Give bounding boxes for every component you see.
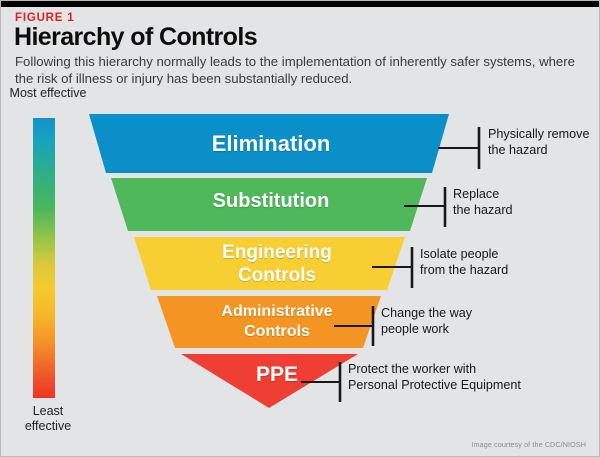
figure-subtitle: Following this hierarchy normally leads … xyxy=(15,54,575,86)
scale-least-effective-label: Least effective xyxy=(24,404,72,433)
pyramid-band-ppe xyxy=(181,354,358,408)
callout-leader-ppe xyxy=(301,362,342,402)
callout-leader-substitution xyxy=(404,187,447,227)
page-title: Hierarchy of Controls xyxy=(14,23,258,51)
figure-number-label: FIGURE 1 xyxy=(15,12,75,24)
callout-leader-administrative-controls xyxy=(334,306,375,346)
callout-leader-elimination xyxy=(438,127,481,169)
pyramid-band-engineering-controls xyxy=(134,237,405,290)
pyramid-band-substitution xyxy=(111,178,427,231)
callout-leader-engineering-controls xyxy=(372,247,414,288)
callout-text-substitution: Replace the hazard xyxy=(453,187,513,217)
effectiveness-gradient-bar xyxy=(33,118,55,398)
callout-text-ppe: Protect the worker with Personal Protect… xyxy=(348,362,521,392)
pyramid-band-administrative-controls xyxy=(157,296,381,348)
pyramid-band-elimination xyxy=(89,114,449,173)
scale-most-effective-label: Most effective xyxy=(9,86,87,100)
callout-text-elimination: Physically remove the hazard xyxy=(488,127,590,157)
callout-text-engineering-controls: Isolate people from the hazard xyxy=(420,247,509,277)
callout-text-administrative-controls: Change the way people work xyxy=(381,306,473,336)
image-credit: Image courtesy of the CDC/NIOSH xyxy=(471,440,586,449)
top-rule-divider xyxy=(1,1,599,7)
